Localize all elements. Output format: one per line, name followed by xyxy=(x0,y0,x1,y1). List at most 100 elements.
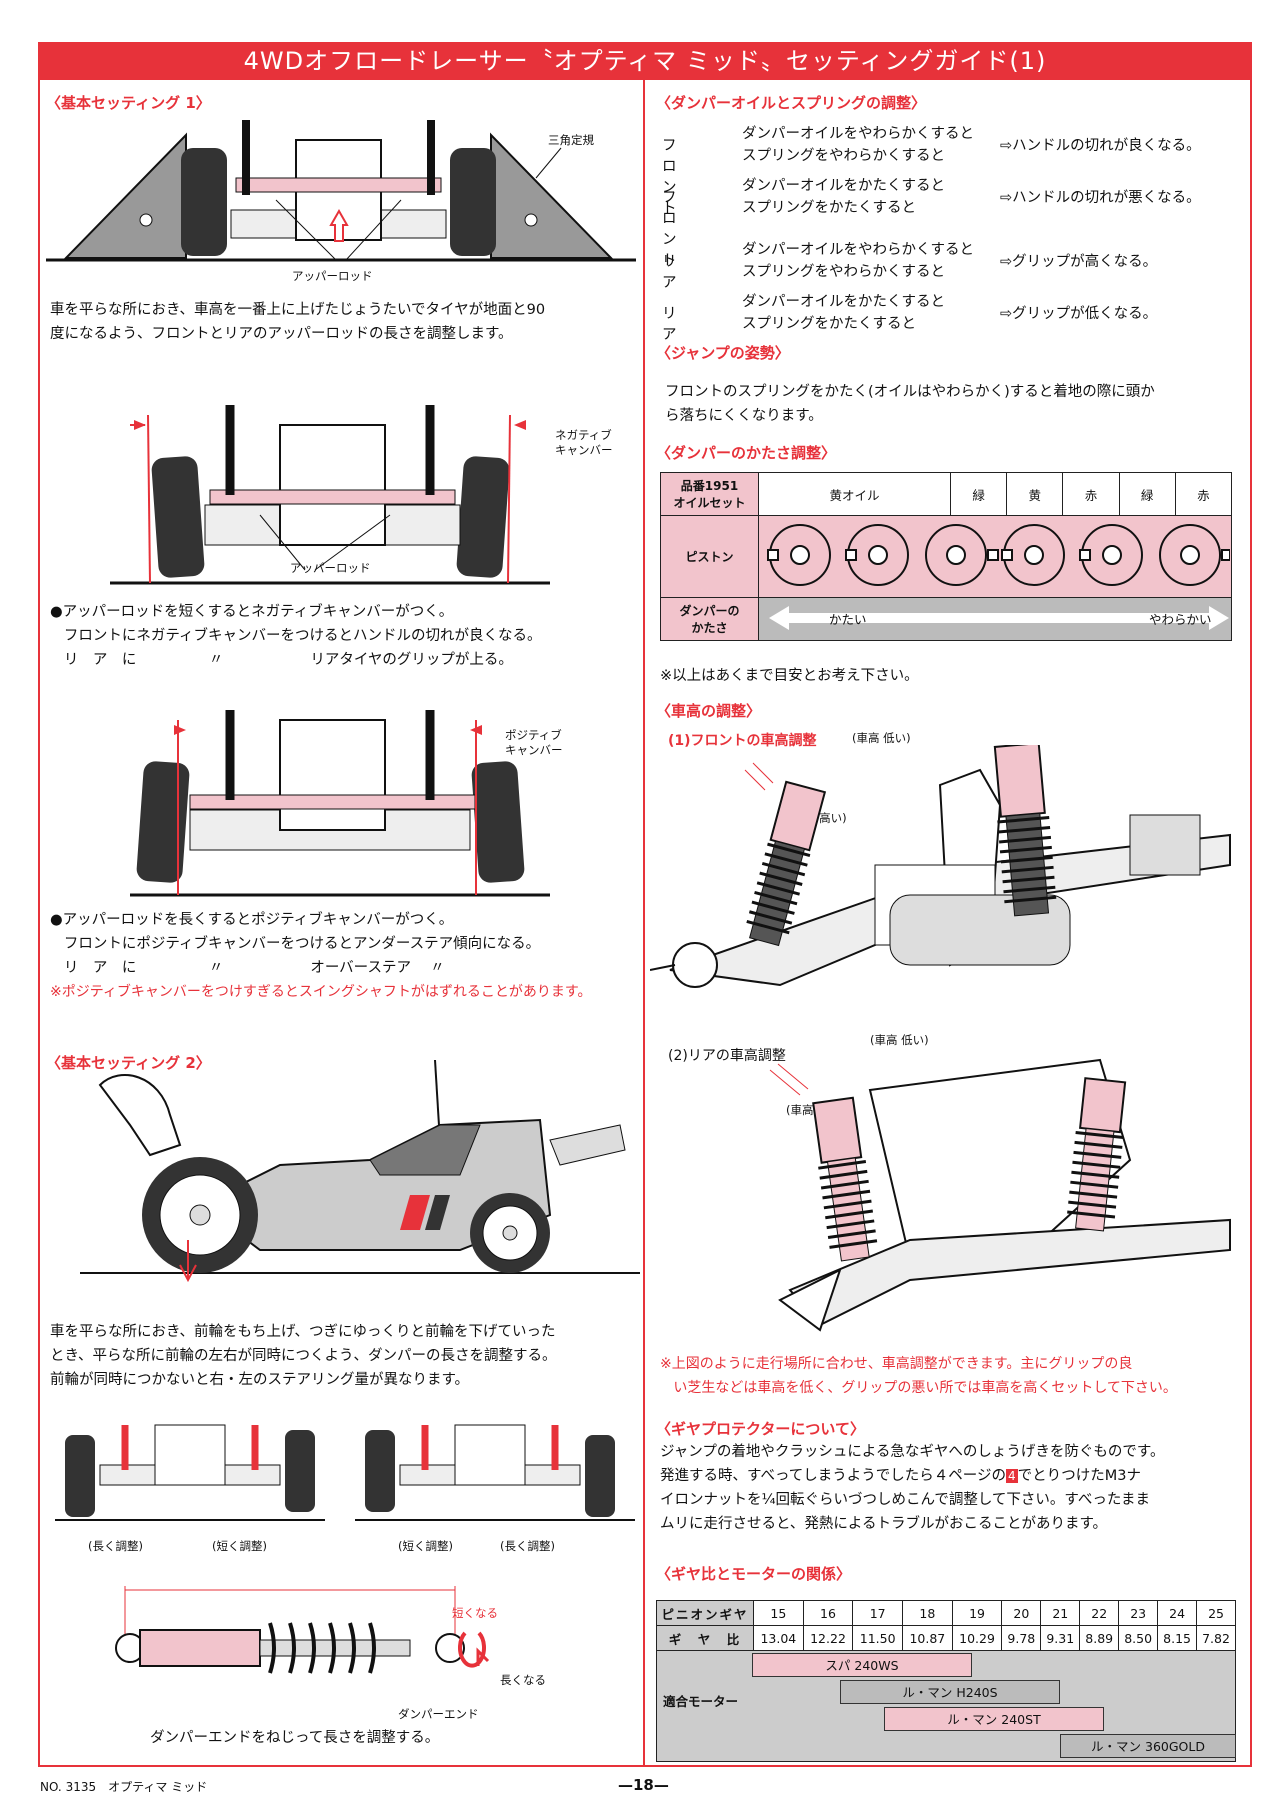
hardness-arrow-row: かたい やわらかい xyxy=(758,597,1232,641)
positive-camber-note: ※ポジティブキャンバーをつけすぎるとスイングシャフトがはずれることがあります。 xyxy=(50,984,592,1000)
gear-protector-text-1: ジャンプの着地やクラッシュによる急なギヤへのしょうげきを防ぐものです。 xyxy=(660,1444,1165,1460)
negative-camber-text: ●アッパーロッドを短くするとネガティブキャンバーがつく。 フロントにネガティブキ… xyxy=(50,604,542,668)
gear-ratio-table: ピニオンギヤ 15 16 17 18 19 20 21 22 23 24 25 … xyxy=(656,1600,1236,1651)
positive-camber-label: ポジティブ キャンバー xyxy=(505,728,563,757)
gear-text-part: でとりつけたM3ナ xyxy=(1017,1468,1141,1484)
rear-low-label: (車高 低い) xyxy=(870,1033,929,1047)
table-note: ※以上はあくまで目安とお考え下さい。 xyxy=(660,668,919,684)
pinion-cell: 17 xyxy=(852,1600,904,1626)
pinion-row: ピニオンギヤ 15 16 17 18 19 20 21 22 23 24 25 xyxy=(656,1600,1236,1626)
ratio-cell: 12.22 xyxy=(802,1625,854,1651)
diagram-positive-camber xyxy=(130,710,550,897)
shock-longer-label: 長くなる xyxy=(500,1673,546,1687)
diagram-rear-height xyxy=(769,1058,1231,1332)
soft-label: やわらかい xyxy=(1149,612,1212,627)
oil-cell: 緑 xyxy=(950,472,1008,516)
jump-heading: 〈ジャンプの姿勢〉 xyxy=(656,344,790,362)
damper-hardness-table: 品番1951 オイルセット 黄オイル 緑 黄 赤 緑 赤 ピストン xyxy=(660,472,1233,641)
ratio-row: ギ ヤ 比 13.04 12.22 11.50 10.87 10.29 9.78… xyxy=(656,1625,1236,1651)
oil-row-result: ⇨ハンドルの切れが良くなる。 xyxy=(1000,138,1201,154)
triangle-label: 三角定規 xyxy=(548,133,594,147)
motor-bar: ル・マン 240ST xyxy=(884,1707,1104,1731)
piston-icons xyxy=(767,524,1231,586)
pinion-cell: 19 xyxy=(951,1600,1003,1626)
oil-cell: 緑 xyxy=(1118,472,1176,516)
gear-protector-heading: 〈ギヤプロテクターについて〉 xyxy=(656,1420,865,1438)
pinion-cell: 25 xyxy=(1196,1600,1236,1626)
adjust-label-long-1: (長く調整) xyxy=(88,1539,143,1553)
oil-cell: 黄 xyxy=(1006,472,1064,516)
oil-row-result: ⇨グリップが低くなる。 xyxy=(1000,306,1158,322)
column-divider xyxy=(643,80,645,1767)
ratio-cell: 8.89 xyxy=(1079,1625,1120,1651)
oil-cell: 赤 xyxy=(1062,472,1120,516)
adjust-label-short-2: (短く調整) xyxy=(398,1539,453,1553)
upper-rod-label-1: アッパーロッド xyxy=(292,269,373,283)
piston-row xyxy=(758,515,1232,598)
piston-label: ピストン xyxy=(660,515,759,598)
ratio-cell: 10.87 xyxy=(902,1625,953,1651)
oil-row-position: フロント xyxy=(662,138,677,217)
pinion-cell: 21 xyxy=(1040,1600,1081,1626)
step-number-badge: 4 xyxy=(1005,1469,1018,1483)
diagram-front-height xyxy=(650,745,1231,988)
page-frame xyxy=(38,80,1252,1767)
page-title: 4WDオフロードレーサー〝オプティマ ミッド〟セッティングガイド(1) xyxy=(38,42,1252,80)
damper-hardness-heading: 〈ダンパーのかたさ調整〉 xyxy=(656,444,837,462)
gear-protector-text-4: ムリに走行させると、発熱によるトラブルがおこることがあります。 xyxy=(660,1516,1108,1532)
oil-row-b: スプリングをかたくすると xyxy=(742,200,916,216)
pinion-cell: 18 xyxy=(902,1600,953,1626)
pinion-cell: 22 xyxy=(1079,1600,1120,1626)
oil-row-a: ダンパーオイルをかたくすると xyxy=(742,294,945,310)
basic-setting-1-heading: 〈基本セッティング 1〉 xyxy=(46,94,211,112)
double-arrow-icon xyxy=(769,606,1229,630)
gear-ratio-heading: 〈ギヤ比とモーターの関係〉 xyxy=(656,1565,852,1583)
oil-cell: 黄オイル xyxy=(757,472,952,516)
basic-setting-2-heading: 〈基本セッティング 2〉 xyxy=(46,1054,211,1072)
pinion-cell: 16 xyxy=(802,1600,854,1626)
setting-2-text: 車を平らな所におき、前輪をもち上げ、つぎにゆっくりと前輪を下げていった とき、平… xyxy=(50,1324,557,1388)
jump-text: フロントのスプリングをかたく(オイルはやわらかく)すると着地の際に頭か ら落ちに… xyxy=(665,384,1155,424)
height-note: ※上図のように走行場所に合わせ、車高調整ができます。主にグリップの良 い芝生など… xyxy=(660,1356,1177,1396)
diagram-setting-1 xyxy=(46,120,636,262)
oil-row-position: リ ア xyxy=(662,306,706,343)
damper-end-label: ダンパーエンド xyxy=(398,1707,479,1721)
ratio-cell: 8.15 xyxy=(1157,1625,1198,1651)
footer-model: NO. 3135 オプティマ ミッド xyxy=(40,1780,208,1794)
oil-row-result: ⇨グリップが高くなる。 xyxy=(1000,254,1158,270)
negative-camber-label: ネガティブ キャンバー xyxy=(555,428,613,457)
diagram-negative-camber xyxy=(110,405,550,585)
oil-row-a: ダンパーオイルをやわらかくすると xyxy=(742,242,974,258)
diagram-front-adjust xyxy=(55,1424,635,1521)
diagram-shock xyxy=(115,1586,490,1674)
adjust-label-short-1: (短く調整) xyxy=(212,1539,267,1553)
ratio-cell: 7.82 xyxy=(1196,1625,1236,1651)
gear-protector-text-3: イロンナットを¼回転ぐらいづつしめこんで調整して下さい。すべったまま xyxy=(660,1492,1150,1508)
hardness-label: ダンパーの かたさ xyxy=(660,597,759,641)
rear-height-heading: (2)リアの車高調整 xyxy=(668,1048,786,1064)
upper-rod-label-2: アッパーロッド xyxy=(290,561,371,575)
motor-bar: ル・マン 360GOLD xyxy=(1060,1734,1236,1758)
ratio-cell: 9.31 xyxy=(1040,1625,1081,1651)
shock-caption: ダンパーエンドをねじって長さを調整する。 xyxy=(150,1730,440,1746)
front-low-label: (車高 低い) xyxy=(852,731,911,745)
oil-set-label: 品番1951 オイルセット xyxy=(660,472,759,516)
oil-row-b: スプリングをやわらかくすると xyxy=(742,148,945,164)
positive-camber-text: ●アッパーロッドを長くするとポジティブキャンバーがつく。 フロントにポジティブキ… xyxy=(50,912,541,976)
setting-1-text: 車を平らな所におき、車高を一番上に上げたじょうたいでタイヤが地面と90 度になる… xyxy=(50,302,546,342)
ratio-cell: 8.50 xyxy=(1118,1625,1159,1651)
oil-row-result: ⇨ハンドルの切れが悪くなる。 xyxy=(1000,190,1201,206)
adjust-label-long-2: (長く調整) xyxy=(500,1539,555,1553)
pinion-cell: 24 xyxy=(1157,1600,1198,1626)
oil-row-position: リ ア xyxy=(662,254,706,291)
ratio-label: ギ ヤ 比 xyxy=(656,1625,754,1651)
oil-row-b: スプリングをかたくすると xyxy=(742,316,916,332)
page-number: —18— xyxy=(618,1776,669,1794)
oil-spring-heading: 〈ダンパーオイルとスプリングの調整〉 xyxy=(656,94,927,112)
pinion-label: ピニオンギヤ xyxy=(656,1600,754,1626)
oil-cell: 赤 xyxy=(1174,472,1233,516)
diagram-car-side xyxy=(80,1059,640,1283)
ride-height-heading: 〈車高の調整〉 xyxy=(656,702,762,720)
pinion-cell: 15 xyxy=(753,1600,804,1626)
